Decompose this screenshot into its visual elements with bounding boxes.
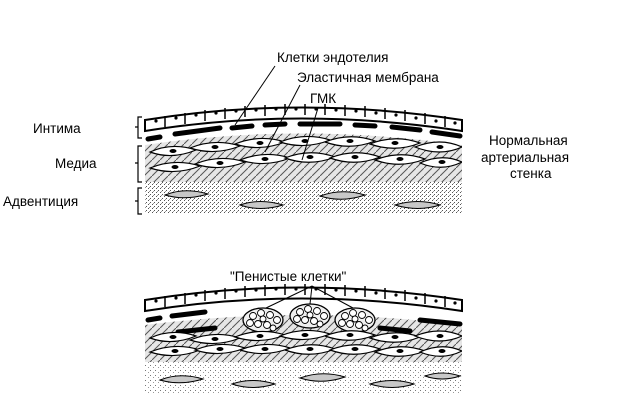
adventitia-label: Адвентиция (3, 194, 78, 209)
endothelial-cell-dividers (164, 104, 446, 127)
normal-wall-label-line1: Нормальная (489, 133, 568, 148)
foam-cell (242, 307, 284, 333)
smooth-muscle-cells-bottom (148, 329, 462, 357)
normal-wall-section (135, 65, 463, 215)
adventitia-cells-bottom (158, 372, 462, 388)
elastic-membrane-label: Эластичная мембрана (297, 70, 439, 85)
smc-label: ГМК (310, 91, 336, 106)
normal-wall-label-line3: стенка (510, 166, 552, 181)
elastic-membrane (145, 121, 463, 142)
foam-cell (334, 307, 376, 333)
foam-cell (289, 303, 331, 329)
leader-lines (234, 65, 319, 161)
foam-cell-leader-lines (265, 285, 354, 309)
foam-cells-label: "Пенистые клетки" (230, 269, 347, 284)
normal-wall-label-line2: артериальная (481, 150, 569, 165)
elastic-membrane-bottom (145, 309, 463, 335)
foam-cell-wall-section (144, 284, 463, 393)
endothelial-nuclei (154, 107, 457, 125)
media-label: Медиа (55, 156, 97, 171)
endothelial-cells-label: Клетки эндотелия (277, 50, 388, 65)
adventitia-cells (163, 190, 442, 209)
smooth-muscle-cells (148, 135, 462, 173)
endothelial-nuclei-bottom (154, 287, 457, 305)
intima-label: Интима (33, 121, 81, 136)
foam-cells (242, 303, 376, 333)
layer-brackets (135, 116, 142, 215)
